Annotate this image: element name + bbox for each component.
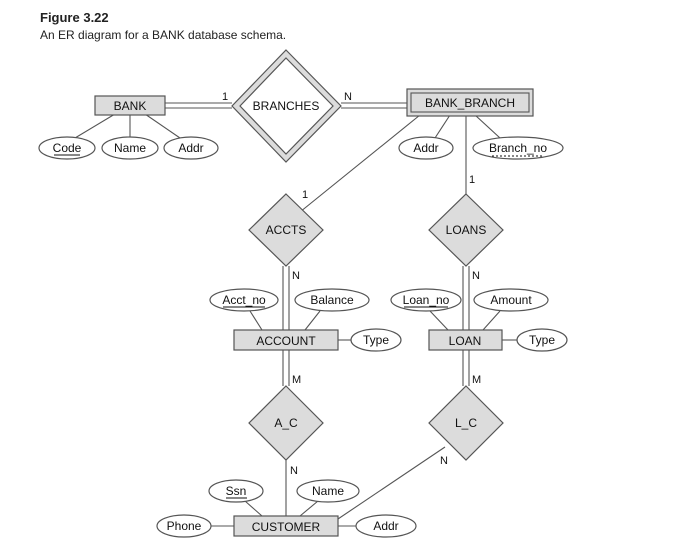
figure-caption-text: An ER diagram for a BANK database schema…	[40, 28, 287, 42]
attr-bank-code-label: Code	[53, 141, 82, 155]
entity-bank-branch: BANK_BRANCH	[406, 88, 534, 117]
attr-customer-name: Name	[296, 479, 360, 503]
attr-loan-type: Type	[516, 328, 568, 352]
attr-acct-no: Acct_no	[209, 288, 279, 312]
card-loan-lc: M	[472, 374, 481, 386]
attr-loan-type-label: Type	[529, 333, 555, 347]
link-bank-addr	[144, 113, 181, 139]
link-lc-customer	[334, 446, 446, 522]
attr-acct-no-label: Acct_no	[222, 293, 266, 307]
link-bank-code	[74, 113, 116, 139]
attr-bank-name-label: Name	[114, 141, 146, 155]
relationship-l-c-label: L_C	[455, 416, 477, 430]
link-account-balance	[304, 310, 321, 331]
link-loan-amount	[482, 310, 501, 331]
relationship-loans: LOANS	[428, 193, 504, 267]
attr-amount: Amount	[473, 288, 549, 312]
attr-branch-addr: Addr	[398, 136, 454, 160]
card-account-ac: M	[292, 374, 301, 386]
relationship-a-c-label: A_C	[274, 416, 298, 430]
entity-bank: BANK	[94, 95, 166, 116]
relationship-accts-label: ACCTS	[266, 223, 307, 237]
entity-account: ACCOUNT	[233, 329, 339, 351]
link-customer-ssn	[244, 500, 263, 517]
attr-branch-no: Branch_no	[472, 136, 564, 160]
attr-amount-label: Amount	[490, 293, 532, 307]
card-bank-branches: 1	[222, 91, 228, 103]
figure-caption: Figure 3.22 An ER diagram for a BANK dat…	[40, 10, 286, 42]
card-branch-accts: 1	[302, 189, 308, 201]
entity-bank-label: BANK	[114, 99, 147, 113]
relationship-l-c: L_C	[428, 385, 504, 461]
link-loan-loanno	[429, 310, 449, 331]
entity-loan-label: LOAN	[449, 334, 482, 348]
card-branch-loans: 1	[469, 174, 475, 186]
card-lc-customer: N	[440, 455, 448, 467]
link-branch-accts	[299, 114, 421, 213]
attr-branch-addr-label: Addr	[413, 141, 438, 155]
relationship-branches: BRANCHES	[231, 49, 342, 163]
card-loans-loan: N	[472, 270, 480, 282]
attr-bank-name: Name	[101, 136, 159, 160]
attr-balance: Balance	[294, 288, 370, 312]
relationship-branches-label: BRANCHES	[253, 99, 320, 113]
attr-loan-no-label: Loan_no	[403, 293, 450, 307]
link-branch-no	[474, 114, 501, 139]
attr-bank-addr-label: Addr	[178, 141, 203, 155]
entity-customer: CUSTOMER	[233, 515, 339, 537]
attr-balance-label: Balance	[310, 293, 354, 307]
link-branch-addr	[434, 114, 451, 139]
attr-account-type-label: Type	[363, 333, 389, 347]
attr-branch-no-label: Branch_no	[489, 141, 547, 155]
relationship-accts: ACCTS	[248, 193, 324, 267]
attr-customer-name-label: Name	[312, 484, 344, 498]
card-branches-bank-branch: N	[344, 91, 352, 103]
card-accts-account: N	[292, 270, 300, 282]
figure-number: Figure 3.22	[40, 10, 109, 25]
attr-ssn-label: Ssn	[226, 484, 247, 498]
attr-loan-no: Loan_no	[390, 288, 462, 312]
attr-account-type: Type	[350, 328, 402, 352]
card-ac-customer: N	[290, 465, 298, 477]
attr-bank-addr: Addr	[163, 136, 219, 160]
entity-account-label: ACCOUNT	[256, 334, 316, 348]
relationship-a-c: A_C	[248, 385, 324, 461]
link-customer-name	[299, 500, 319, 517]
link-account-acctno	[249, 310, 263, 331]
entity-customer-label: CUSTOMER	[252, 520, 321, 534]
attr-ssn: Ssn	[208, 479, 264, 503]
attr-customer-addr: Addr	[355, 514, 417, 538]
entity-bank-branch-label: BANK_BRANCH	[425, 96, 515, 110]
entity-loan: LOAN	[428, 329, 503, 351]
relationship-loans-label: LOANS	[446, 223, 487, 237]
attr-customer-addr-label: Addr	[373, 519, 398, 533]
attr-phone-label: Phone	[167, 519, 202, 533]
attr-bank-code: Code	[38, 136, 96, 160]
attr-phone: Phone	[156, 514, 212, 538]
